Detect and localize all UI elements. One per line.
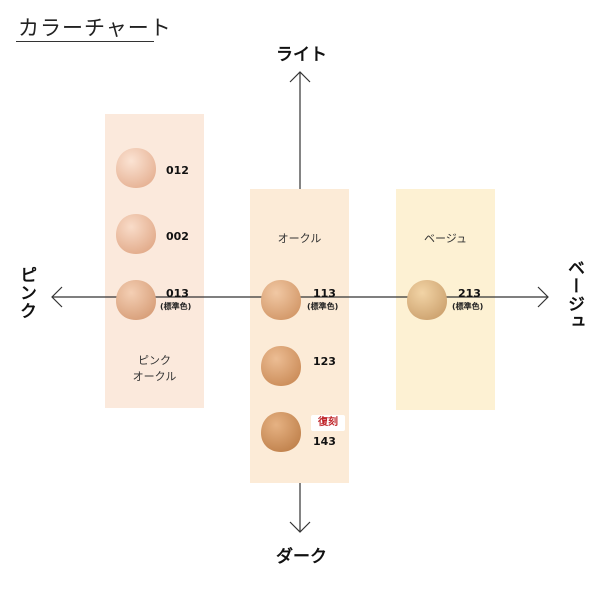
axis-label-beige: ベージュ xyxy=(564,259,584,331)
shade-note-013: (標準色) xyxy=(160,302,192,311)
shade-drop-013 xyxy=(116,280,156,320)
shade-note-113: (標準色) xyxy=(307,302,339,311)
reissue-badge: 復刻 xyxy=(311,415,345,431)
axis-label-light: ライト xyxy=(276,45,327,65)
shade-code-143: 143 xyxy=(313,435,336,448)
shade-drop-123 xyxy=(261,346,301,386)
group-label-pink-ochre-line1: ピンク xyxy=(138,354,171,367)
title-underline xyxy=(16,41,154,42)
group-label-ochre: オークル xyxy=(277,232,322,245)
shade-code-002: 002 xyxy=(166,230,189,243)
shade-code-213: 213 xyxy=(458,287,481,300)
right-arrow-head xyxy=(537,286,549,308)
shade-drop-143 xyxy=(261,412,301,452)
bottom-arrow-head xyxy=(289,521,311,533)
shade-code-123: 123 xyxy=(313,355,336,368)
shade-drop-213 xyxy=(407,280,447,320)
top-arrow-head xyxy=(289,71,311,83)
shade-note-213: (標準色) xyxy=(452,302,484,311)
shade-drop-002 xyxy=(116,214,156,254)
group-label-beige: ベージュ xyxy=(423,232,467,245)
page-title: カラーチャート xyxy=(18,16,172,40)
shade-drop-012 xyxy=(116,148,156,188)
left-arrow-head xyxy=(51,286,63,308)
group-label-pink-ochre-line2: オークル xyxy=(132,370,177,383)
shade-drop-113 xyxy=(261,280,301,320)
shade-code-012: 012 xyxy=(166,164,189,177)
axis-label-dark: ダーク xyxy=(276,547,327,567)
axis-label-pink: ピンク xyxy=(16,266,36,320)
shade-code-113: 113 xyxy=(313,287,336,300)
shade-code-013: 013 xyxy=(166,287,189,300)
